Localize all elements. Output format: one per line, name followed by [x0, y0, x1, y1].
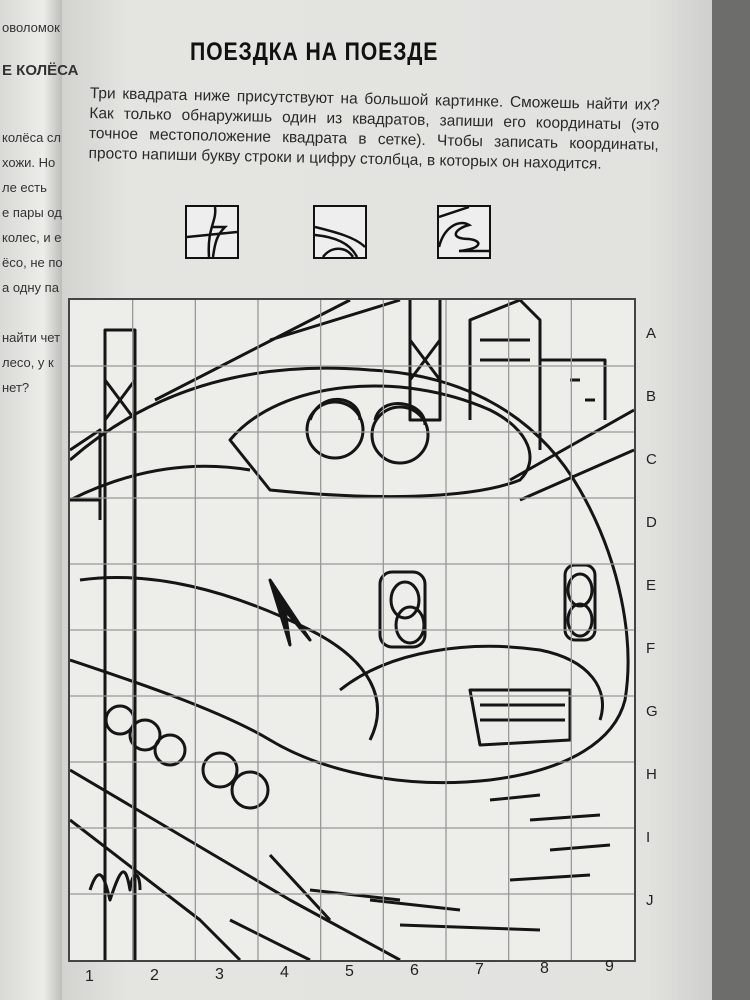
left-page-text-line: ле есть	[2, 180, 47, 195]
puzzle-piece-3	[437, 205, 491, 259]
grid-column-label: 2	[150, 966, 159, 984]
left-page-text-line: е пары од	[2, 205, 62, 220]
grid-row-label: I	[646, 829, 651, 846]
instructions-text: Три квадрата ниже присутствуют на большо…	[88, 84, 660, 173]
grid-row-label: A	[646, 325, 657, 342]
coloring-grid	[68, 298, 636, 962]
grid-row-label: F	[646, 640, 656, 657]
grid-row-label: G	[646, 703, 658, 720]
left-page-text-line: хожи. Но	[2, 155, 56, 170]
left-page-edge	[0, 0, 62, 1000]
left-page-text-line: Е КОЛЁСА	[2, 62, 79, 79]
grid-row-label: C	[646, 451, 657, 468]
grid-row-label: D	[646, 514, 657, 531]
grid-column-label: 5	[345, 963, 354, 981]
grid-row-label: E	[646, 577, 657, 594]
grid-column-label: 4	[280, 964, 289, 982]
left-page-text: оволомок Е КОЛЁСА колёса сл хожи. Но ле есть…	[0, 0, 100, 1000]
train-illustration	[70, 300, 634, 960]
puzzle-piece-2	[313, 205, 367, 259]
left-page-text-line: найти чет	[2, 330, 61, 345]
puzzle-piece-1	[185, 205, 239, 259]
left-page-text-line: лесо, у к	[2, 355, 54, 370]
grid-column-label: 9	[605, 958, 614, 976]
page-title: ПОЕЗДКА НА ПОЕЗДЕ	[190, 38, 439, 66]
left-page-text-line: колёса сл	[2, 130, 62, 145]
left-page-text-line: а одну па	[2, 280, 59, 295]
grid-row-label: H	[646, 766, 657, 783]
grid-column-label: 6	[410, 962, 419, 979]
grid-row-label: J	[646, 892, 654, 909]
grid-column-label: 8	[540, 959, 549, 977]
left-page-text-line: колес, и е	[2, 230, 62, 245]
grid-column-label: 7	[475, 960, 484, 978]
left-page-text-line: оволомок	[2, 20, 60, 35]
grid-lines	[70, 300, 634, 960]
grid-column-label: 3	[215, 965, 224, 983]
left-page-text-line: ёсо, не по	[2, 255, 63, 270]
left-page-text-line: нет?	[2, 380, 30, 395]
background	[712, 0, 750, 1000]
grid-row-label: B	[646, 388, 657, 405]
grid-column-label: 1	[85, 968, 94, 985]
